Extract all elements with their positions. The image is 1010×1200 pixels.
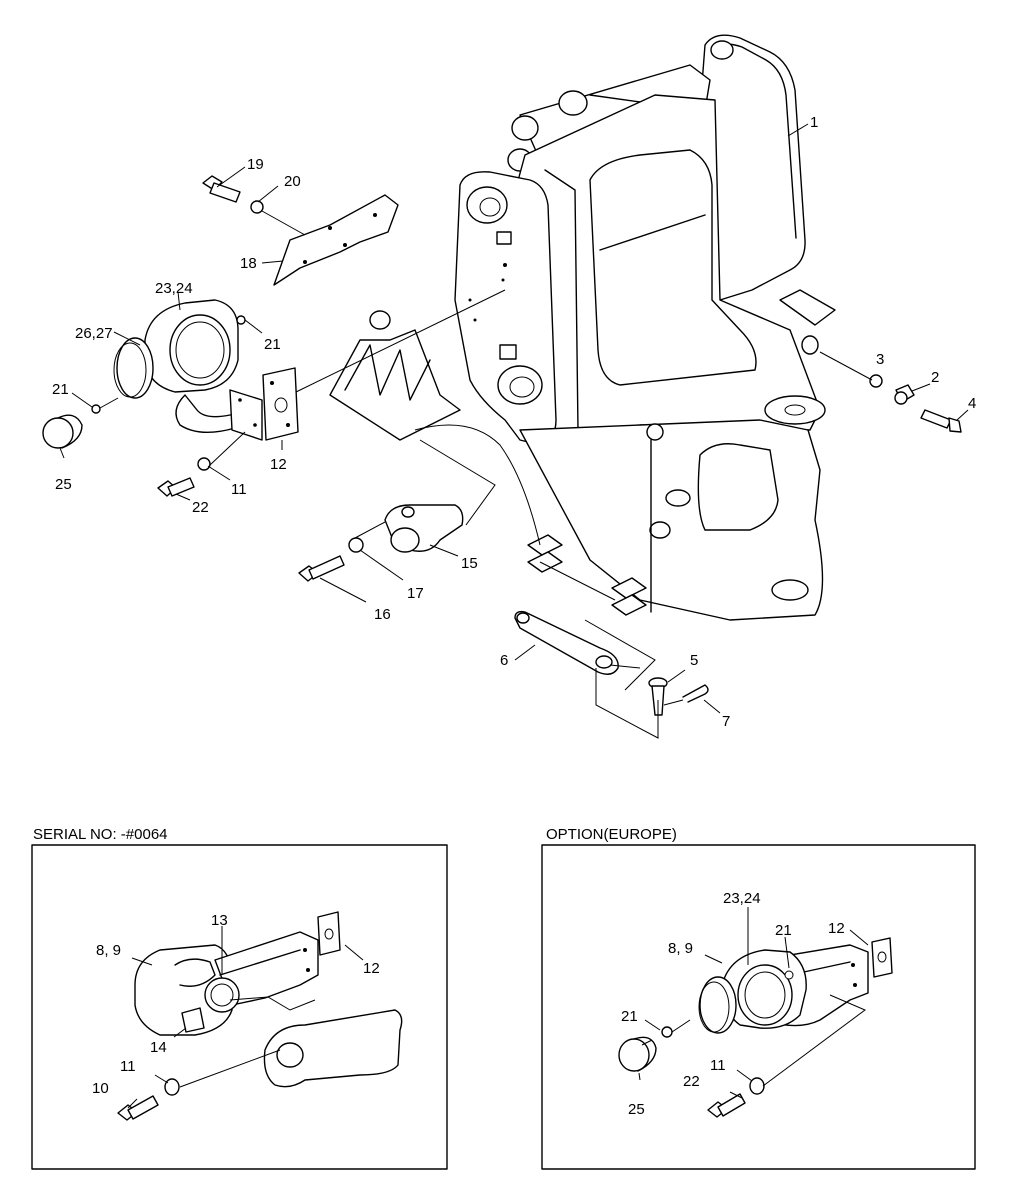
plate-12 — [262, 367, 299, 441]
callout-1: 1 — [810, 114, 818, 131]
callout-11: 11 — [231, 481, 247, 498]
callout-11: 11 — [120, 1058, 136, 1075]
washer-11 — [197, 457, 211, 471]
bolt-16 — [298, 555, 345, 582]
o-ring-21-left — [91, 404, 101, 414]
callout-25: 25 — [628, 1101, 645, 1118]
cotter-7 — [682, 684, 709, 703]
callout-14: 14 — [150, 1039, 167, 1056]
cap-25 — [42, 414, 83, 449]
inset-serial-title: SERIAL NO: -#0064 — [33, 826, 168, 843]
washer-17 — [348, 537, 364, 553]
callout-5: 5 — [690, 652, 698, 669]
callouts-main: 1 19 20 18 23,24 26,27 21 21 25 12 11 22… — [52, 114, 976, 730]
callout-21-top: 21 — [775, 922, 792, 939]
inset-option-europe: OPTION(EUROPE) — [541, 826, 976, 1170]
callout-23-24: 23,24 — [723, 890, 761, 907]
inset-option-leaders — [638, 907, 869, 1099]
callout-12: 12 — [363, 960, 380, 977]
cover-plate-18 — [273, 194, 399, 286]
callout-4: 4 — [968, 395, 976, 412]
callout-6: 6 — [500, 652, 508, 669]
washer-3 — [869, 374, 883, 388]
bushing-2 — [894, 384, 915, 405]
callout-21-left: 21 — [52, 381, 69, 398]
callout-8-9: 8, 9 — [668, 940, 693, 957]
inset-serial-callouts: 13 8, 9 12 14 11 10 — [92, 912, 380, 1097]
callout-2: 2 — [931, 369, 939, 386]
callout-17: 17 — [407, 585, 424, 602]
callout-12: 12 — [270, 456, 287, 473]
callout-20: 20 — [284, 173, 301, 190]
callout-22: 22 — [192, 499, 209, 516]
callout-11: 11 — [710, 1057, 726, 1074]
inset-option-callouts: 23,24 21 12 8, 9 21 11 22 25 — [621, 890, 845, 1118]
callout-23-24: 23,24 — [155, 280, 193, 297]
callout-18: 18 — [240, 255, 257, 272]
bolt-19 — [202, 175, 241, 203]
callout-3: 3 — [876, 351, 884, 368]
callout-12: 12 — [828, 920, 845, 937]
callout-21-left: 21 — [621, 1008, 638, 1025]
pin-15 — [384, 504, 464, 553]
callout-10: 10 — [92, 1080, 109, 1097]
main-frame — [329, 34, 836, 621]
inset-option-title: OPTION(EUROPE) — [546, 826, 677, 843]
callout-8-9: 8, 9 — [96, 942, 121, 959]
callout-19: 19 — [247, 156, 264, 173]
inset-serial-no: SERIAL NO: -#0064 — [31, 826, 448, 1170]
callout-15: 15 — [461, 555, 478, 572]
bolt-22 — [157, 477, 195, 497]
callout-25: 25 — [55, 476, 72, 493]
lamp-assembly — [113, 299, 263, 441]
callout-21-top: 21 — [264, 336, 281, 353]
link-6 — [514, 610, 619, 675]
inset-serial-leaders — [127, 926, 364, 1109]
washer-20 — [250, 200, 264, 214]
callout-26-27: 26,27 — [75, 325, 113, 342]
callout-13: 13 — [211, 912, 228, 929]
o-ring-21-top — [236, 315, 246, 325]
bolt-4 — [920, 409, 962, 433]
callout-7: 7 — [722, 713, 730, 730]
callout-22: 22 — [683, 1073, 700, 1090]
leader-lines-main — [59, 123, 969, 739]
callout-16: 16 — [374, 606, 391, 623]
